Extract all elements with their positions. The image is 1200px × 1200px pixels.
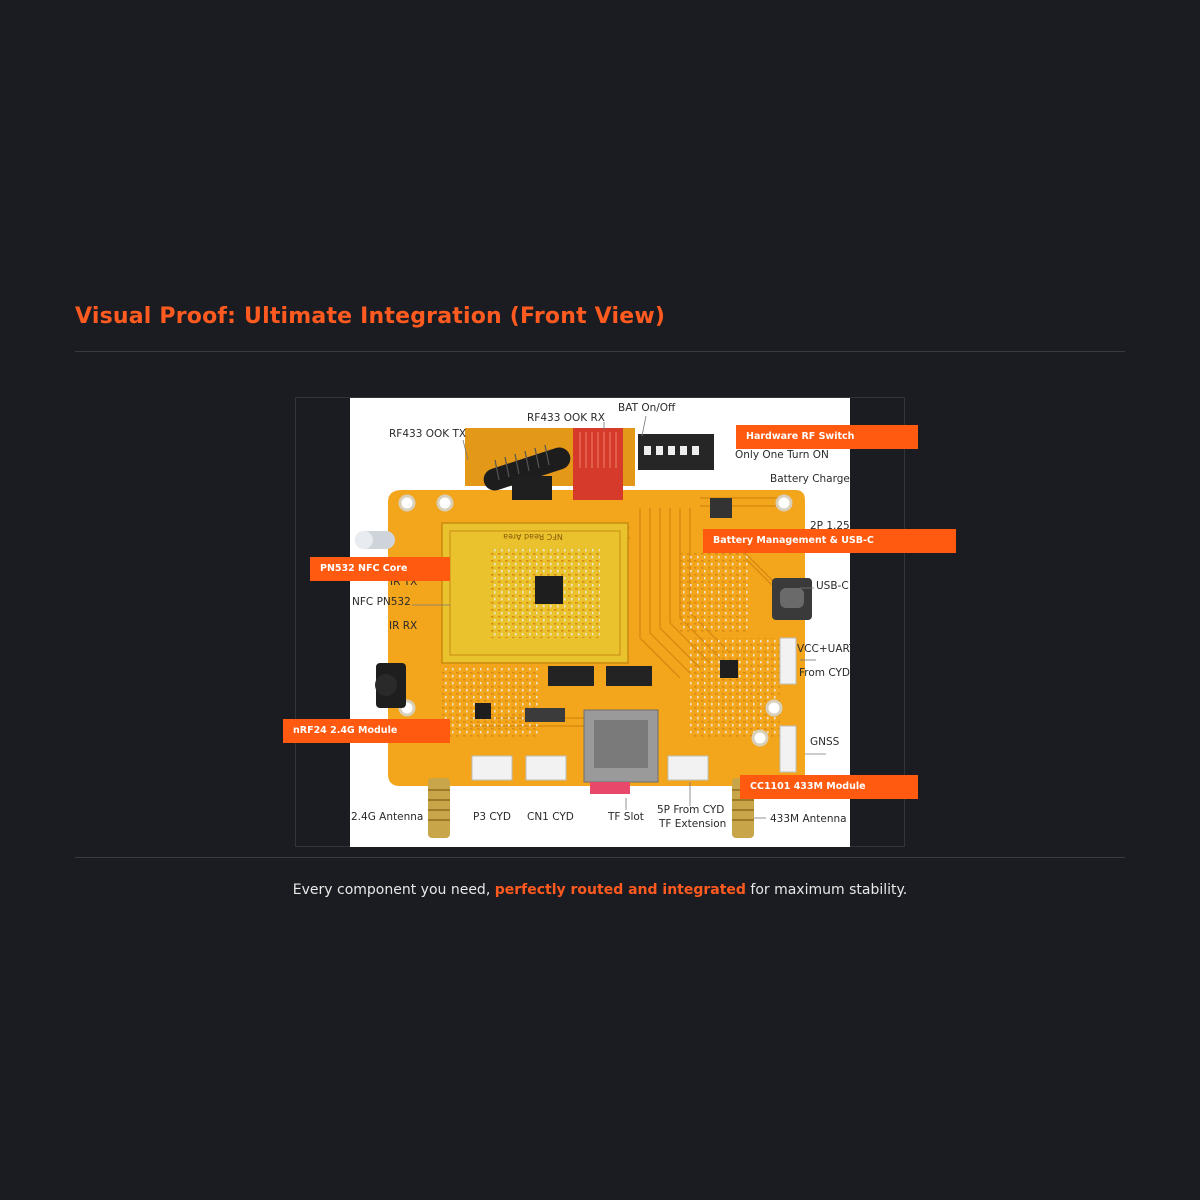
ic-right (606, 666, 652, 686)
ir-tx-led (355, 531, 395, 549)
label-cn1-cyd: CN1 CYD (527, 811, 574, 823)
caption-highlight: perfectly routed and integrated (494, 882, 746, 898)
caption: Every component you need, perfectly rout… (0, 882, 1200, 898)
rf433-rx-antenna (579, 432, 617, 468)
label-tf-slot: TF Slot (608, 811, 644, 823)
tag-hardware-rf-switch: Hardware RF Switch (736, 425, 918, 449)
ir-rx-receiver (375, 663, 406, 708)
label-from-cyd: From CYD (799, 667, 850, 679)
jst-connectors (471, 637, 797, 781)
leader-lines (412, 415, 826, 819)
pn532-chip (535, 576, 563, 604)
charger-inductor (710, 498, 732, 518)
label-p3-cyd: P3 CYD (473, 811, 511, 823)
label-rf433-ook-tx: RF433 OOK TX (389, 428, 467, 440)
label-rf433-ook-rx: RF433 OOK RX (527, 412, 605, 424)
top-divider (75, 351, 1125, 352)
cc1101-chip (720, 660, 738, 678)
nfc-antenna-loop (449, 530, 621, 656)
pcb-illustration: NFC Read Area (355, 415, 826, 838)
label-vcc-uart: VCC+UART (797, 643, 850, 655)
label-battery-charger: Battery Charger (770, 473, 850, 485)
label-antenna-24g: 2.4G Antenna (351, 811, 424, 823)
label-tf-extension: TF Extension (659, 818, 727, 830)
cc1101-components (690, 638, 780, 738)
tf-slot-inner (594, 720, 648, 768)
label-usb-c: USB-C (816, 580, 849, 592)
ic-left (548, 666, 594, 686)
caption-start: Every component you need, (292, 882, 495, 898)
bottom-divider (75, 857, 1125, 858)
power-components (680, 553, 750, 633)
tag-nrf24-module: nRF24 2.4G Module (283, 719, 450, 743)
label-bat-on-off: BAT On/Off (618, 402, 676, 414)
label-5p-from-cyd: 5P From CYD (657, 804, 725, 816)
label-gnss: GNSS (810, 736, 840, 748)
tag-battery-management: Battery Management & USB-C (703, 529, 956, 553)
tag-pn532-nfc-core: PN532 NFC Core (310, 557, 450, 581)
nfc-silkscreen: NFC Read Area (503, 532, 563, 541)
antenna-24g (428, 778, 450, 838)
rf433-tx-coil (483, 444, 571, 500)
label-only-one-turn-on: Only One Turn ON (735, 449, 829, 461)
tag-cc1101-module: CC1101 433M Module (740, 775, 918, 799)
tf-card (590, 782, 630, 794)
caption-end: for maximum stability. (745, 882, 908, 898)
label-ir-rx: IR RX (389, 620, 418, 632)
board-diagram: NFC Read Area (350, 398, 850, 847)
page-title: Visual Proof: Ultimate Integration (Fron… (75, 304, 666, 329)
nrf24-chip (475, 703, 491, 719)
label-nfc-pn532: NFC PN532 (352, 596, 411, 608)
usb-c-port (780, 588, 804, 608)
dip-switch-keys (644, 446, 699, 455)
fpc-connector (525, 708, 565, 722)
label-antenna-433m: 433M Antenna (770, 813, 847, 825)
